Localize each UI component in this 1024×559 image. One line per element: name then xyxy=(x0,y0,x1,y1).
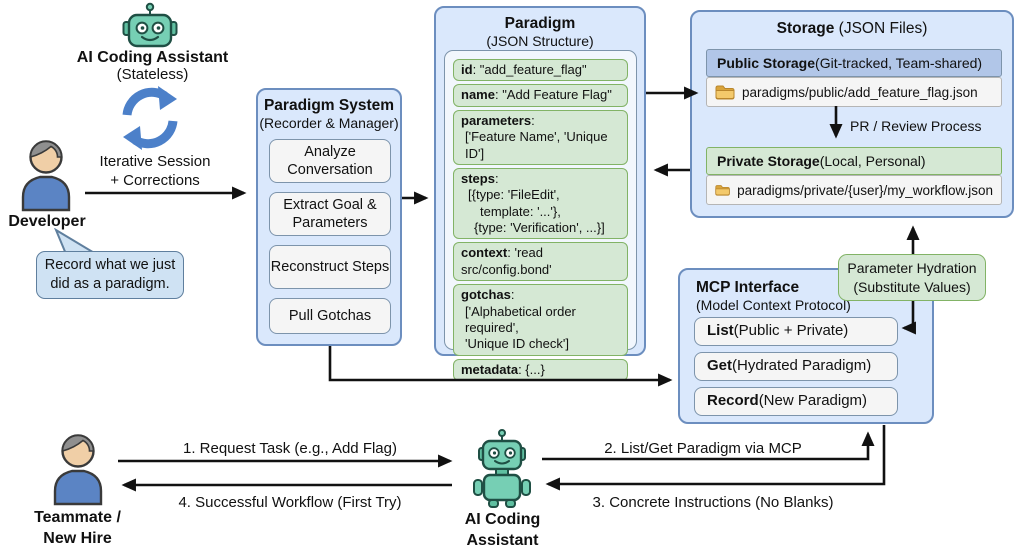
mcp-title: MCP Interface xyxy=(696,279,800,296)
step-extract-goal: Extract Goal & Parameters xyxy=(269,192,391,236)
paradigm-box: Paradigm (JSON Structure) id: "add_featu… xyxy=(434,6,646,381)
session-label-line1: Iterative Session xyxy=(99,153,211,170)
public-file-row: paradigms/public/add_feature_flag.json xyxy=(706,77,1002,107)
session-label-line2: + Corrections xyxy=(110,172,200,189)
flow2-label: 2. List/Get Paradigm via MCP xyxy=(604,440,802,457)
parameter-hydration-box: Parameter Hydration (Substitute Values) xyxy=(838,254,986,301)
bottom-assistant-label-line2: Assistant xyxy=(466,532,539,549)
private-file-row: paradigms/private/{user}/my_workflow.jso… xyxy=(706,175,1002,205)
storage-box: Storage (JSON Files) Public Storage (Git… xyxy=(690,10,1014,218)
flow1-label: 1. Request Task (e.g., Add Flag) xyxy=(182,440,397,457)
paradigm-json-panel: id: "add_feature_flag" name: "Add Featur… xyxy=(444,50,637,381)
field-steps: steps: [{type: 'FileEdit', template: '..… xyxy=(453,167,628,240)
paradigm-title: Paradigm xyxy=(504,15,576,32)
speech-bubble: Record what we just did as a paradigm. xyxy=(36,251,184,299)
paradigm-system-box: Paradigm System (Recorder & Manager) Ana… xyxy=(256,88,402,346)
paradigm-system-subtitle: (Recorder & Manager) xyxy=(259,115,399,131)
pr-review-label: PR / Review Process xyxy=(850,118,982,134)
field-name: name: "Add Feature Flag" xyxy=(453,84,628,107)
mcp-interface-box: MCP Interface (Model Context Protocol) L… xyxy=(678,268,934,424)
step-analyze-conversation: Analyze Conversation xyxy=(269,139,391,183)
mcp-subtitle: (Model Context Protocol) xyxy=(696,297,851,313)
field-context: context: 'read src/config.bond' xyxy=(453,242,628,282)
paradigm-system-title: Paradigm System xyxy=(263,97,395,114)
paradigm-subtitle: (JSON Structure) xyxy=(486,33,594,49)
flow4-label: 4. Successful Workflow (First Try) xyxy=(178,494,402,511)
field-id: id: "add_feature_flag" xyxy=(453,59,628,82)
speech-line2: did as a paradigm. xyxy=(50,276,170,292)
teammate-person-icon xyxy=(53,434,103,506)
folder-icon xyxy=(715,185,730,196)
mcp-record-row: Record (New Paradigm) xyxy=(694,387,898,416)
bottom-robot-icon xyxy=(473,429,531,508)
mcp-get-row: Get (Hydrated Paradigm) xyxy=(694,352,898,381)
storage-title: Storage (JSON Files) xyxy=(776,20,928,37)
mcp-list-row: List (Public + Private) xyxy=(694,317,898,346)
cycle-icon xyxy=(122,86,178,150)
robot-icon xyxy=(122,2,178,48)
public-storage-header: Public Storage (Git-tracked, Team-shared… xyxy=(706,49,1002,77)
private-storage-header: Private Storage (Local, Personal) xyxy=(706,147,1002,175)
top-assistant-subtitle: (Stateless) xyxy=(116,66,189,83)
step-reconstruct-steps: Reconstruct Steps xyxy=(269,245,391,289)
field-parameters: parameters: ['Feature Name', 'Unique ID'… xyxy=(453,109,628,165)
teammate-label-line1: Teammate / xyxy=(34,509,121,526)
flow3-label: 3. Concrete Instructions (No Blanks) xyxy=(592,494,834,511)
developer-label: Developer xyxy=(8,213,86,230)
teammate-label-line2: New Hire xyxy=(43,530,112,547)
folder-icon xyxy=(715,85,735,100)
top-assistant-title: AI Coding Assistant xyxy=(76,49,229,66)
step-pull-gotchas: Pull Gotchas xyxy=(269,298,391,334)
field-metadata: metadata: {...} xyxy=(453,358,628,381)
bottom-assistant-label-line1: AI Coding xyxy=(464,511,541,528)
field-gotchas: gotchas: ['Alphabetical order required',… xyxy=(453,284,628,356)
developer-person-icon xyxy=(21,140,71,212)
speech-line1: Record what we just xyxy=(44,257,176,274)
